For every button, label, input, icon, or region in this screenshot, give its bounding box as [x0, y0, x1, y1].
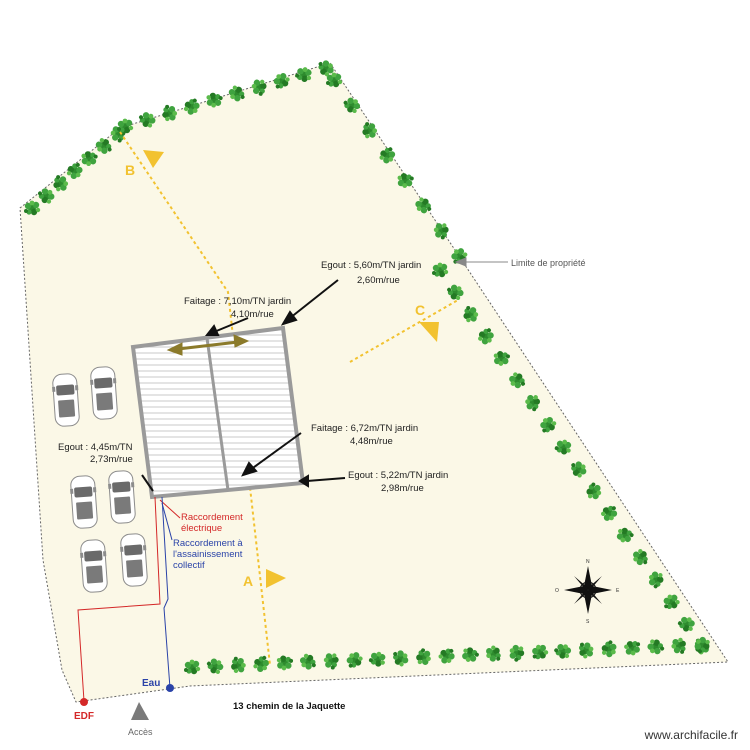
watermark: www.archifacile.fr: [644, 728, 738, 742]
egout-top-right-line2: 2,60m/rue: [357, 275, 400, 286]
section-c-label: C: [415, 302, 425, 318]
raccordement-assain-line3: collectif: [173, 560, 205, 571]
compass-o: O: [555, 588, 559, 594]
edf-label: EDF: [74, 711, 94, 722]
section-b-arrow: [143, 150, 164, 168]
access-label: Accès: [128, 727, 153, 737]
egout-top-right-line1: Egout : 5,60m/TN jardin: [321, 260, 421, 271]
eau-label: Eau: [142, 678, 160, 689]
compass-s: S: [586, 619, 590, 625]
annotation-pointers: [141, 279, 346, 492]
property-limit-pointer: [454, 257, 508, 267]
egout-left-line2: 2,73m/rue: [90, 454, 133, 465]
water-connection-point: [166, 684, 174, 692]
faitage-top-line2: 4,10m/rue: [231, 309, 274, 320]
faitage-mid-line2: 4,48m/rue: [350, 436, 393, 447]
house-roof: [130, 325, 306, 500]
section-c-arrow: [419, 322, 439, 342]
faitage-mid-line1: Faitage : 6,72m/TN jardin: [311, 423, 418, 434]
section-a-label: A: [243, 573, 253, 589]
raccordement-assain-line2: l'assainissement: [173, 549, 243, 560]
lot-area: [19, 62, 729, 703]
compass-e: E: [616, 588, 620, 594]
edf-connection-point: [80, 698, 88, 706]
compass-rose-icon: N S E O: [555, 559, 620, 625]
sewer-network: [161, 496, 173, 689]
access-arrow-icon: [131, 702, 149, 720]
address-label: 13 chemin de la Jaquette: [233, 701, 345, 712]
section-b-label: B: [125, 162, 135, 178]
raccordement-elec-line2: électrique: [181, 523, 222, 534]
compass-n: N: [586, 559, 590, 565]
ridge-arrow: [166, 334, 250, 356]
electric-network: [77, 496, 181, 702]
raccordement-assain-line1: Raccordement à: [173, 538, 243, 549]
faitage-top-line1: Faitage : 7,10m/TN jardin: [184, 296, 291, 307]
egout-bottom-right-line1: Egout : 5,22m/TN jardin: [348, 470, 448, 481]
property-limit-label: Limite de propriété: [511, 258, 586, 268]
section-lines: [119, 131, 459, 666]
section-a-arrow: [266, 569, 286, 588]
egout-bottom-right-line2: 2,98m/rue: [381, 483, 424, 494]
egout-left-line1: Egout : 4,45m/TN: [58, 442, 133, 453]
raccordement-elec-line1: Raccordement: [181, 512, 243, 523]
